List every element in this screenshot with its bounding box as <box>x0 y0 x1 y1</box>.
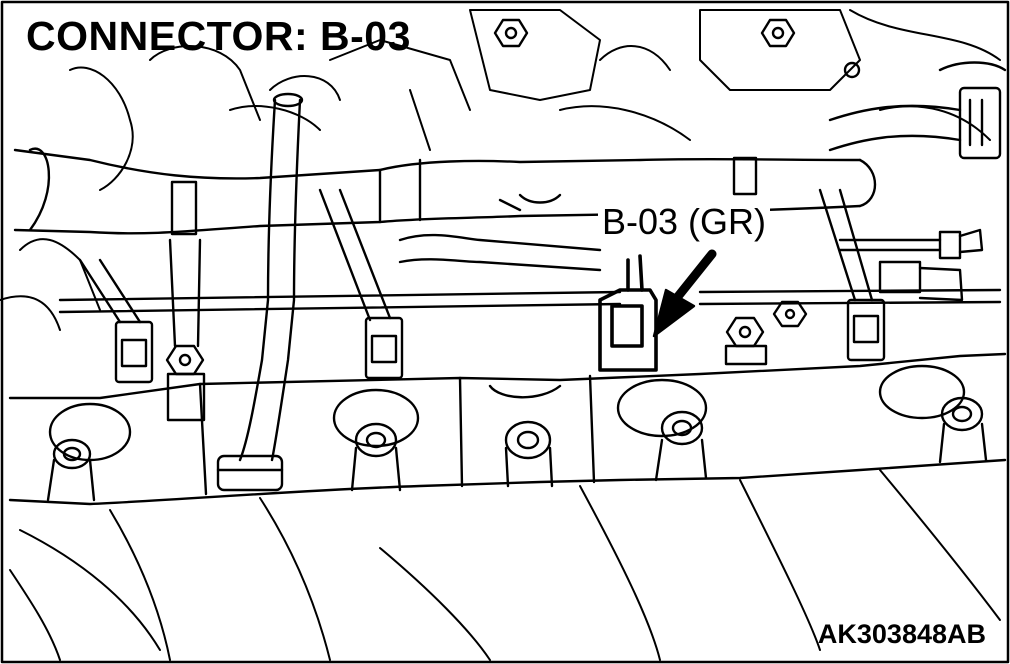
fuel-rail <box>58 260 1002 314</box>
vertical-hose-left <box>216 92 304 492</box>
figure-id: AK303848AB <box>817 619 986 649</box>
callout-arrow-icon <box>652 249 717 338</box>
injector-connector-4 <box>846 298 886 362</box>
injector-boss-4 <box>616 378 708 482</box>
hose-clamp-right <box>732 156 758 196</box>
hose-clamp-left <box>170 180 198 236</box>
top-bolts <box>493 18 861 79</box>
bolt-top-right <box>760 18 796 48</box>
injector-connector-2 <box>364 316 404 380</box>
rail-bolts <box>165 238 808 422</box>
small-bolt-right <box>843 61 861 79</box>
upper-engine-background <box>0 9 1001 331</box>
injector-boss-1 <box>46 402 132 502</box>
intake-manifold <box>8 352 1007 506</box>
injector-boss-5 <box>878 364 988 464</box>
b-03-target-connector <box>598 254 658 372</box>
injector-connector-1 <box>114 320 154 384</box>
harness-connector-upper-right <box>828 61 1007 160</box>
injector-boss-3 <box>488 384 562 488</box>
bolt-top-left <box>493 18 529 48</box>
connector-callout-label: B-03 (GR) <box>598 202 771 242</box>
intake-runners <box>9 469 1001 661</box>
figure-title: CONNECTOR: B-03 <box>26 13 411 59</box>
injector-connectors <box>78 188 886 384</box>
secondary-hose <box>398 228 984 272</box>
hose-end-fitting <box>216 454 284 492</box>
injector-boss-2 <box>332 388 420 492</box>
